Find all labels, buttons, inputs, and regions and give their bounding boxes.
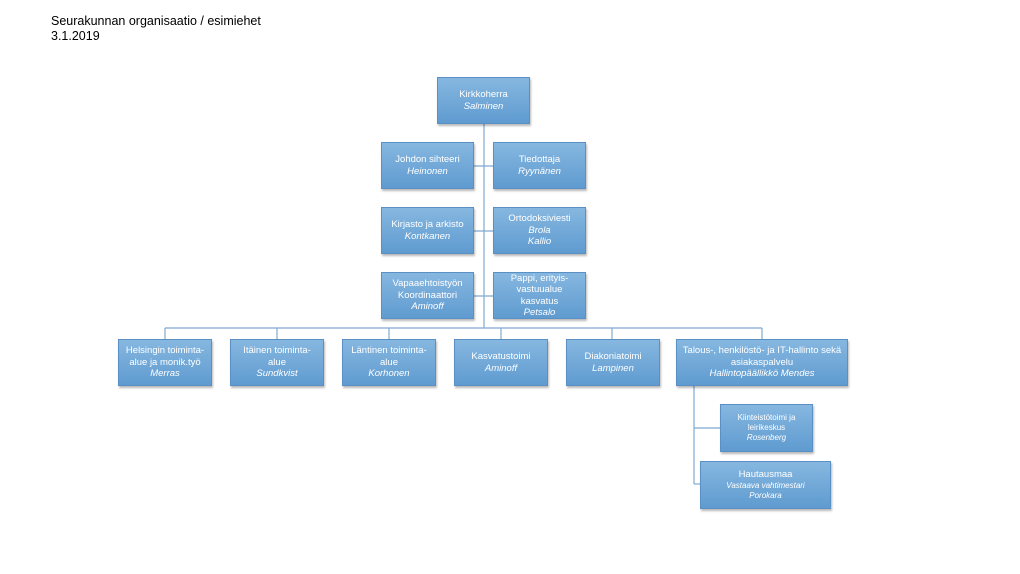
box-lantinen-toiminta-alue: Läntinen toiminta- alue Korhonen [342,339,436,386]
person-name: Petsalo [523,307,556,318]
role-label: Kasvatustoimi [471,351,531,362]
box-kiinteistotoimi-ja-leirikeskus: Kiinteistötoimi ja leirikeskus Rosenberg [720,404,813,452]
role-label: asiakaspalvelu [730,356,794,368]
page-date: 3.1.2019 [51,29,100,43]
box-vapaaehtoistyon-koordinaattori: Vapaaehtoistyön Koordinaattori Aminoff [381,272,474,319]
role-label: Johdon sihteeri [395,154,460,165]
role-label: Diakoniatoimi [584,351,642,362]
box-talous-henkilosto-it-hallinto: Talous-, henkilöstö- ja IT-hallinto sekä… [676,339,848,386]
role-label: Tiedottaja [518,154,561,165]
box-itainen-toiminta-alue: Itäinen toiminta- alue Sundkvist [230,339,324,386]
person-name: Hallintopäällikkö Mendes [709,368,815,380]
role-label: Itäinen toiminta- [243,345,311,357]
person-name: Sundkvist [256,368,298,380]
box-kirjasto-ja-arkisto: Kirjasto ja arkisto Kontkanen [381,207,474,254]
role-label: Koordinaattori [397,289,458,301]
role-label: Kiinteistötoimi ja [737,413,796,422]
role-label: Läntinen toiminta- [351,345,427,357]
person-name: Ryynänen [518,165,561,177]
person-name: Kallio [527,236,552,248]
role-label: Kirkkoherra [459,89,508,100]
person-name: Salminen [463,100,504,112]
box-tiedottaja: Tiedottaja Ryynänen [493,142,586,189]
box-johdon-sihteeri: Johdon sihteeri Heinonen [381,142,474,189]
box-ortodoksiviesti: Ortodoksiviesti Brola Kallio [493,207,586,254]
person-name: Heinonen [407,165,448,177]
role-label: alue [380,356,398,368]
role-label: leirikeskus [747,423,786,432]
person-name: Lampinen [592,362,634,374]
role-label: Kirjasto ja arkisto [391,219,464,230]
box-diakoniatoimi: Diakoniatoimi Lampinen [566,339,660,386]
person-name: Porokara [749,490,782,500]
person-name: Aminoff [484,362,518,374]
role-label: Ortodoksiviesti [508,213,571,225]
role-label: Vapaaehtoistyön [392,278,463,290]
role-label: Talous-, henkilöstö- ja IT-hallinto sekä [682,345,842,357]
role-label: alue ja monik.työ [129,356,201,368]
chart-title-block: Seurakunnan organisaatio / esimiehet 3.1… [51,14,261,44]
role-label: Hautausmaa [738,469,793,481]
person-name: Merras [150,368,180,380]
person-name: Kontkanen [404,230,451,242]
role-label: alue [268,356,286,368]
box-pappi: Pappi, erityis- vastuualue kasvatus Pets… [493,272,586,319]
person-name: Rosenberg [746,433,787,442]
role-label: Helsingin toiminta- [125,345,205,357]
role-label: Pappi, erityis- [510,272,569,284]
person-name: Korhonen [368,368,410,380]
person-name: Vastaava vahtimestari [726,480,805,490]
person-name: Aminoff [411,301,444,313]
box-hautausmaa: Hautausmaa Vastaava vahtimestari Porokar… [700,461,831,509]
box-kasvatustoimi: Kasvatustoimi Aminoff [454,339,548,386]
person-name: Brola [528,224,551,236]
page-title: Seurakunnan organisaatio / esimiehet [51,14,261,28]
box-helsingin-toiminta-alue: Helsingin toiminta- alue ja monik.työ Me… [118,339,212,386]
box-kirkkoherra: Kirkkoherra Salminen [437,77,530,124]
role-label: vastuualue kasvatus [516,284,563,307]
